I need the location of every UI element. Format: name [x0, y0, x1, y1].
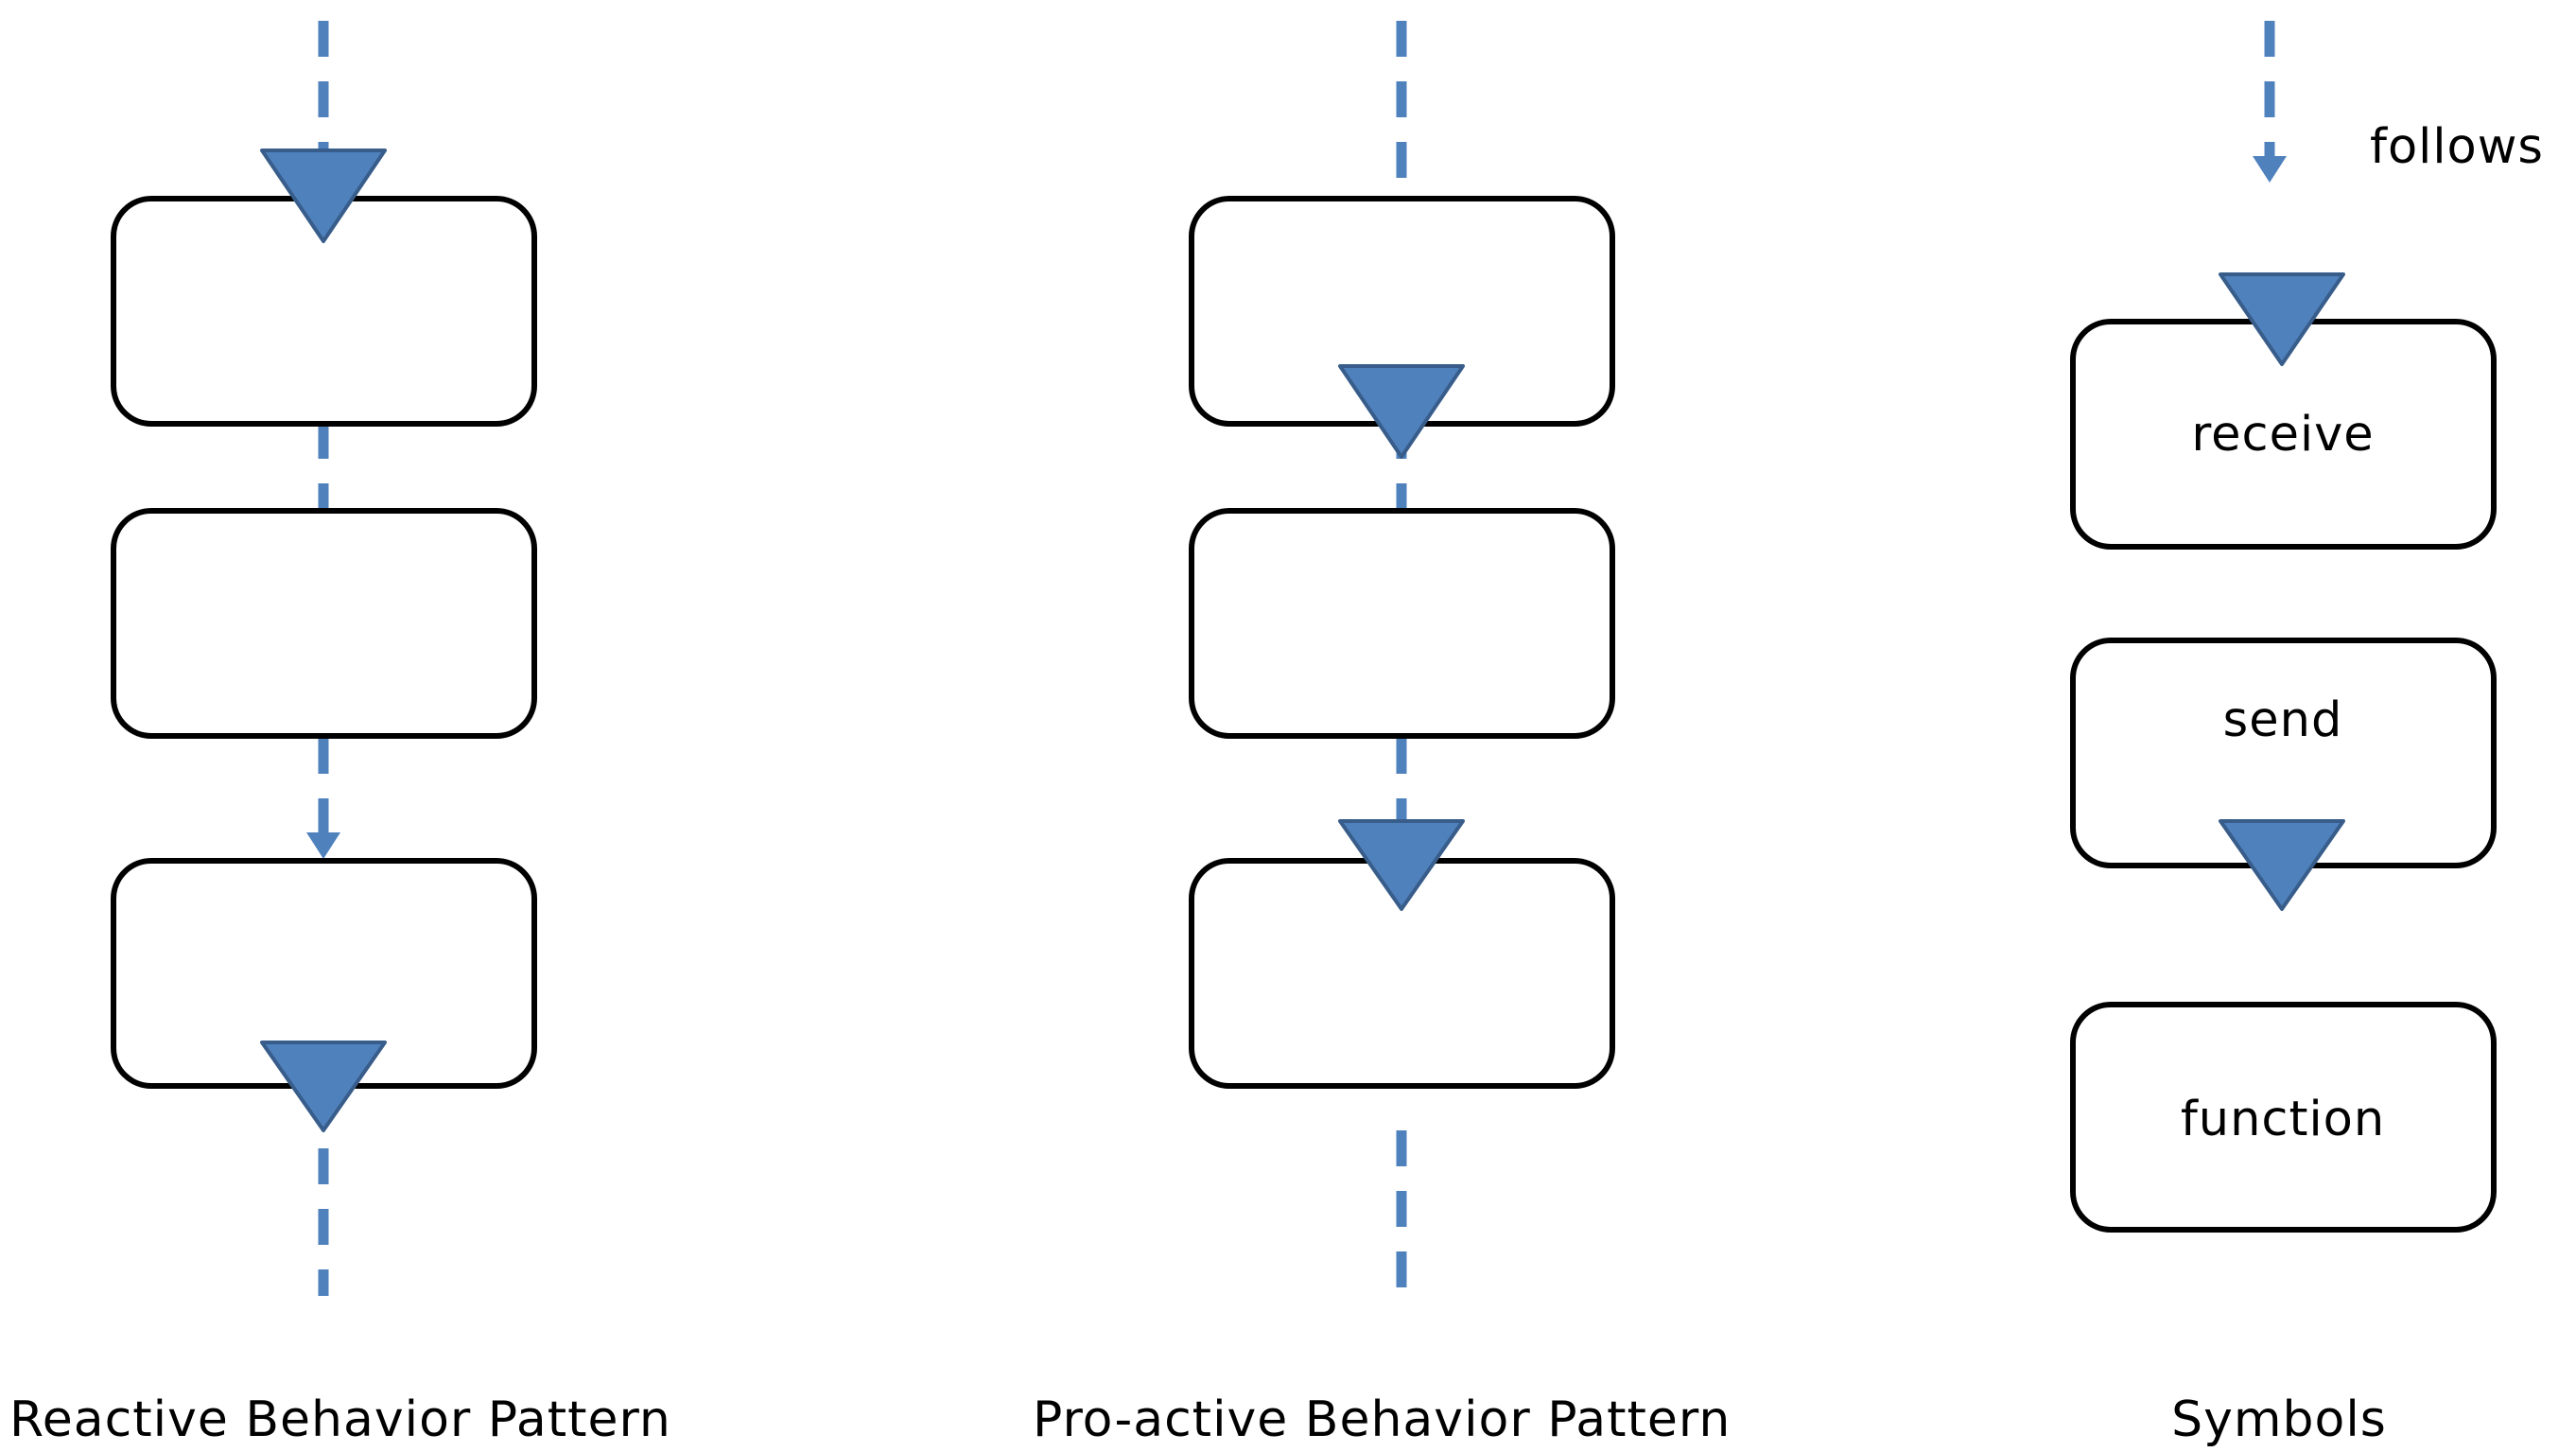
proactive-caption: Pro-active Behavior Pattern [1033, 1391, 1731, 1448]
receive-symbol-triangle [2219, 272, 2345, 366]
reactive-box-2 [111, 508, 537, 739]
follows-label: follows [2370, 119, 2544, 175]
reactive-receive-triangle [260, 149, 387, 243]
reactive-caption: Reactive Behavior Pattern [9, 1391, 671, 1448]
proactive-box-2 [1189, 508, 1615, 739]
send-label: send [2223, 692, 2343, 748]
reactive-pattern [111, 21, 537, 1296]
function-label: function [2181, 1092, 2385, 1147]
follows-symbol-arrowhead [2253, 156, 2287, 183]
proactive-send-triangle [1338, 364, 1465, 459]
symbols-caption: Symbols [2171, 1391, 2387, 1448]
reactive-send-triangle [260, 1041, 387, 1132]
function-symbol-box [2070, 1002, 2497, 1233]
proactive-receive-triangle [1338, 819, 1465, 911]
reactive-follows-arrowhead [306, 832, 340, 859]
proactive-pattern [1189, 21, 1615, 1296]
symbols-legend: follows receive send function [2070, 21, 2544, 1233]
receive-label: receive [2191, 407, 2374, 463]
send-symbol-triangle [2219, 819, 2345, 911]
